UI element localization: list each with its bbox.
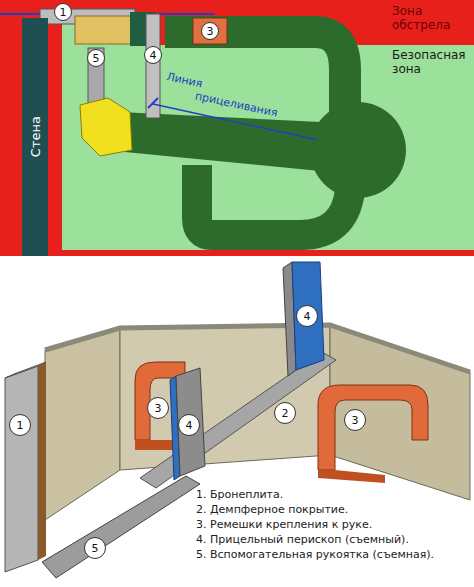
wall-base (22, 18, 48, 256)
plate-top (5, 362, 46, 378)
callout-circle: 4 (144, 46, 162, 64)
strap-right (318, 385, 428, 470)
zone-label: Безопасная зона (392, 48, 472, 77)
callout-circle: 1 (54, 3, 72, 21)
legend-item: 5. Вспомогательная рукоятка (съемная). (196, 548, 471, 561)
hand (80, 98, 132, 156)
periscope (146, 14, 160, 118)
legend-item: 2. Демпферное покрытие. (196, 503, 471, 516)
strap-right-base (318, 470, 385, 483)
strap (193, 18, 227, 44)
callout-circle: 1 (9, 414, 31, 436)
wall-box: Стена (22, 18, 48, 256)
callout-number: 4 (150, 50, 157, 61)
rail (140, 352, 336, 488)
callout-number: 3 (155, 403, 162, 414)
callout-circle: 5 (84, 537, 106, 559)
callout-number: 4 (186, 420, 193, 431)
callout-number: 5 (93, 53, 100, 64)
callout-circle: 4 (296, 305, 318, 327)
callout-number: 1 (17, 420, 24, 431)
aux-handle (42, 476, 200, 578)
callout-number: 4 (304, 311, 311, 322)
callout-circle: 3 (147, 397, 169, 419)
legend-item: 3. Ремешки крепления к руке. (196, 518, 471, 531)
legend-item: 4. Прицельный перископ (съемный). (196, 533, 471, 546)
plate-bracket (75, 16, 135, 44)
callout-number: 3 (207, 26, 214, 37)
callout-number: 2 (282, 408, 289, 419)
periscope-lower (176, 368, 205, 476)
callout-circle: 2 (274, 402, 296, 424)
callout-number: 5 (92, 543, 99, 554)
callout-number: 3 (352, 415, 359, 426)
callout-circle: 3 (201, 22, 219, 40)
periscope-upper (292, 262, 324, 370)
legend-item: 1. Бронеплита. (196, 488, 471, 501)
plate-edge (38, 362, 46, 560)
callout-number: 1 (60, 7, 67, 18)
bottom-bg (0, 256, 474, 587)
callout-circle: 4 (178, 414, 200, 436)
periscope-mirror (148, 98, 158, 108)
wall-label: Стена (28, 116, 43, 157)
damper-left (45, 328, 120, 520)
armor-plate (5, 366, 38, 572)
callout-circle: 5 (87, 49, 105, 67)
strap-left-base (135, 440, 178, 450)
fire-zone (0, 0, 474, 256)
callout-circle: 3 (344, 409, 366, 431)
safe-zone (62, 18, 474, 250)
zone-label: Зона обстрела (392, 4, 472, 33)
forearm (120, 112, 330, 172)
tray-rim (45, 325, 470, 372)
